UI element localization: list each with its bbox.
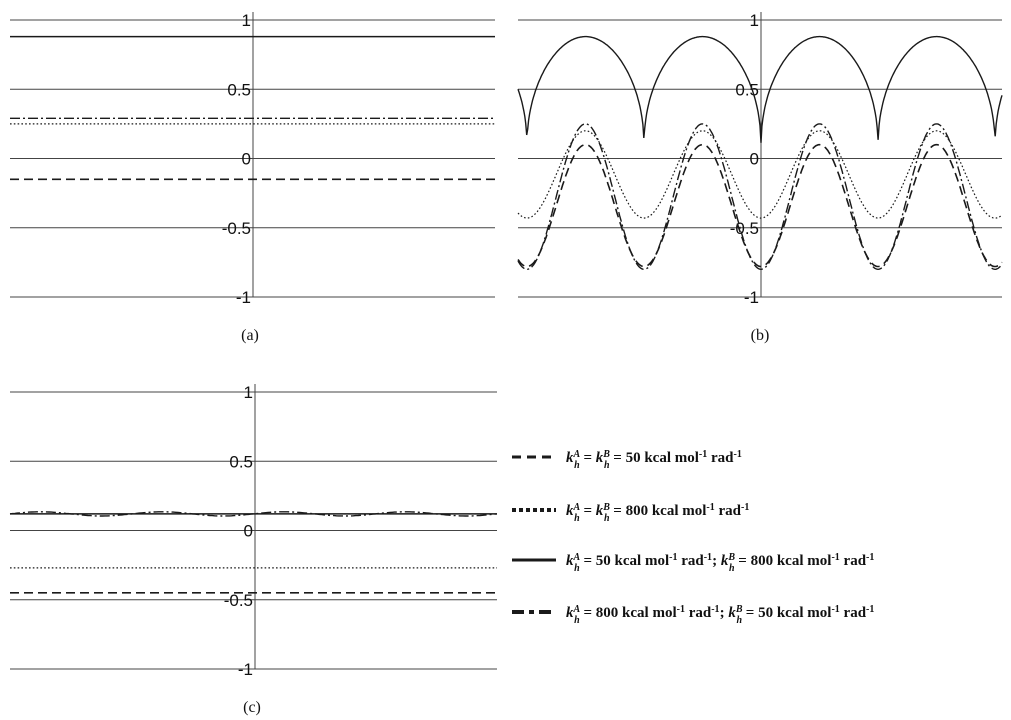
panel-a: 1 0.5 0 -0.5 -1 (a) [10, 11, 495, 344]
y-tick-label: 1 [242, 11, 251, 30]
panel-c: 1 0.5 0 -0.5 -1 (c) [9, 383, 498, 716]
y-tick-label: -1 [236, 288, 251, 307]
y-tick-label: -0.5 [222, 219, 251, 238]
y-tick-label: 0 [242, 150, 251, 169]
series-line-solid [517, 35, 1003, 143]
series-line-dashdot [517, 123, 1003, 271]
y-tick-label: -0.5 [730, 219, 759, 238]
y-tick-label: 0 [750, 150, 759, 169]
y-tick-label: -0.5 [224, 591, 253, 610]
series-line-dashdot [9, 511, 498, 517]
panel-label: (a) [241, 327, 259, 344]
y-tick-label: 0.5 [227, 80, 251, 99]
y-tick-label: 0.5 [229, 452, 253, 471]
series-line-dashed [517, 143, 1003, 268]
y-tick-label: 0 [244, 522, 253, 541]
panel-label: (b) [751, 327, 770, 344]
y-tick-label: 1 [750, 11, 759, 30]
y-tick-label: -1 [744, 288, 759, 307]
y-tick-label: 1 [244, 383, 253, 402]
panel-label: (c) [243, 699, 261, 716]
y-tick-label: -1 [238, 660, 253, 679]
panel-b: 1 0.5 0 -0.5 -1 (b) [517, 11, 1003, 344]
series-line-dotted [517, 130, 1003, 219]
y-tick-label: 0.5 [735, 80, 759, 99]
